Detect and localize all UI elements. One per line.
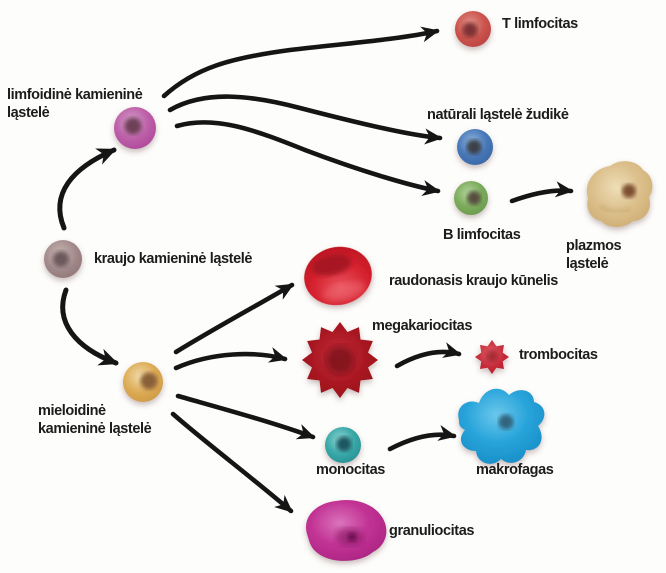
label-plasma-cell: plazmos ląstelė [566, 238, 622, 272]
myeloid-stem-cell [123, 362, 163, 402]
platelet-cell [475, 340, 509, 374]
label-lymphoid-stem: limfoidinė kamieninė ląstelė [7, 87, 143, 121]
label-erythrocyte: raudonasis kraujo kūnelis [389, 273, 558, 289]
megakaryocyte-cell [302, 322, 378, 398]
label-platelet: trombocitas [519, 347, 598, 363]
label-nk-cell: natūrali ląstelė žudikė [427, 107, 569, 123]
arrow-mega-to-platelet [394, 342, 462, 369]
label-blood-stem: kraujo kamieninė ląstelė [94, 251, 253, 267]
arrow-lymphoid-to-t [161, 26, 440, 99]
arrow-myeloid-to-mega [173, 347, 288, 371]
label-megakaryocyte: megakariocitas [372, 318, 472, 334]
label-granulocyte: granuliocitas [389, 523, 475, 539]
blood-stem-cell [44, 240, 82, 278]
b-lymphocyte-cell [454, 181, 488, 215]
arrow-stem-to-lymphoid [57, 147, 117, 231]
lymphoid-stem-cell [114, 107, 156, 149]
label-t-lymphocyte: T limfocitas [502, 16, 578, 32]
t-lymphocyte-cell [455, 11, 491, 47]
arrow-b-to-plasma [509, 181, 574, 204]
erythrocyte-cell [304, 246, 372, 306]
label-myeloid-stem: mieloidinė kamieninė ląstelė [38, 403, 152, 437]
arrow-myeloid-to-gran [170, 411, 294, 514]
arrow-lymphoid-to-nk [167, 94, 443, 145]
granulocyte-cell [306, 499, 387, 561]
macrophage-cell [458, 388, 545, 464]
monocyte-cell [325, 427, 361, 463]
label-macrophage: makrofagas [476, 462, 554, 478]
arrow-lymphoid-to-b [174, 119, 441, 197]
arrow-myeloid-to-rbc [173, 282, 295, 355]
arrow-myeloid-to-mono [175, 393, 316, 440]
nk-cell [457, 129, 493, 165]
arrow-stem-to-myeloid [60, 287, 119, 366]
plasma-cell [586, 161, 653, 227]
label-b-lymphocyte: B limfocitas [443, 227, 521, 243]
arrow-mono-to-macro [387, 425, 457, 452]
label-monocyte: monocitas [316, 462, 385, 478]
